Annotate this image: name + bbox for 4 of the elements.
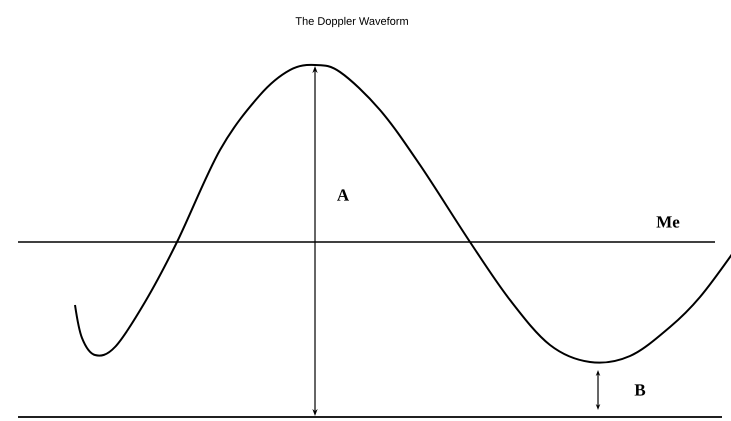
title: The Doppler Waveform [296,16,408,28]
label: A [337,189,350,201]
label: B [634,384,646,396]
label: Me [656,216,680,228]
